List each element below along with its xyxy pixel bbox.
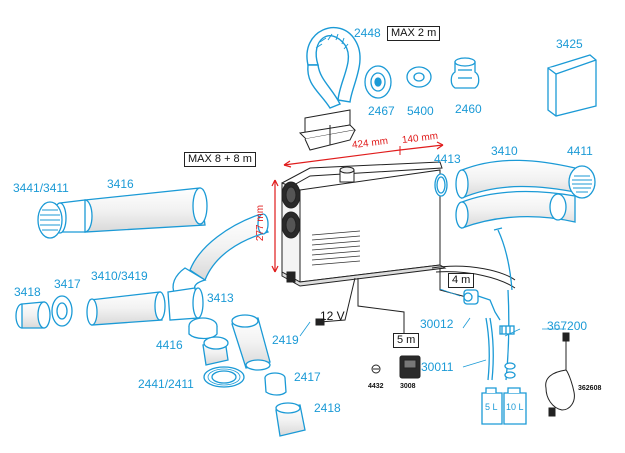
- label-3417: 3417: [54, 277, 81, 291]
- label-2417: 2417: [294, 370, 321, 384]
- label-2441-2411: 2441/2411: [138, 377, 194, 391]
- label-4m: 4 m: [448, 273, 475, 288]
- right-ducting: [434, 159, 596, 229]
- label-3418: 3418: [14, 285, 41, 299]
- label-jerrycan-10l: 10 L: [506, 402, 524, 412]
- label-2448: 2448: [354, 26, 381, 40]
- label-4416: 4416: [156, 338, 183, 352]
- label-dim-277: 277 mm: [255, 204, 267, 242]
- label-3410-3419: 3410/3419: [91, 269, 148, 283]
- cable-362608: [545, 332, 575, 417]
- dimension-lines: [271, 141, 444, 273]
- leader-lines: [299, 288, 566, 368]
- label-2419: 2419: [272, 333, 299, 347]
- label-max-8-8m: MAX 8 + 8 m: [184, 152, 256, 167]
- label-jerrycan-5l: 5 L: [485, 402, 498, 412]
- left-lower-ducting: [15, 287, 306, 437]
- label-2418: 2418: [314, 401, 341, 415]
- label-30011: 30011: [421, 360, 454, 374]
- label-4411: 4411: [567, 144, 593, 158]
- label-2467: 2467: [368, 104, 395, 118]
- label-5400: 5400: [407, 104, 434, 118]
- label-max-2m: MAX 2 m: [387, 26, 441, 41]
- heater-unit: [281, 109, 447, 287]
- label-362608: 362608: [578, 385, 602, 392]
- label-3410-right: 3410: [491, 144, 518, 158]
- label-12v: 12 V: [320, 309, 345, 323]
- label-3441-3411: 3441/3411: [13, 181, 69, 195]
- label-3413: 3413: [207, 291, 234, 305]
- exhaust-hose-2448: [306, 26, 361, 109]
- cover-3425: [547, 54, 597, 117]
- label-5m: 5 m: [393, 333, 420, 348]
- screw-4432: [371, 364, 381, 374]
- fuel-system: [463, 227, 527, 425]
- label-3008: 3008: [400, 383, 416, 390]
- left-upper-ducting: [37, 187, 269, 296]
- label-4413: 4413: [434, 152, 461, 166]
- label-3425: 3425: [556, 37, 583, 51]
- exhaust-fittings: [364, 57, 480, 99]
- label-367200: 367200: [547, 319, 588, 333]
- control-panel-3008: [399, 355, 421, 379]
- label-30012: 30012: [420, 317, 454, 331]
- label-2460: 2460: [455, 102, 482, 116]
- label-3416: 3416: [107, 177, 134, 191]
- label-4432: 4432: [368, 383, 384, 390]
